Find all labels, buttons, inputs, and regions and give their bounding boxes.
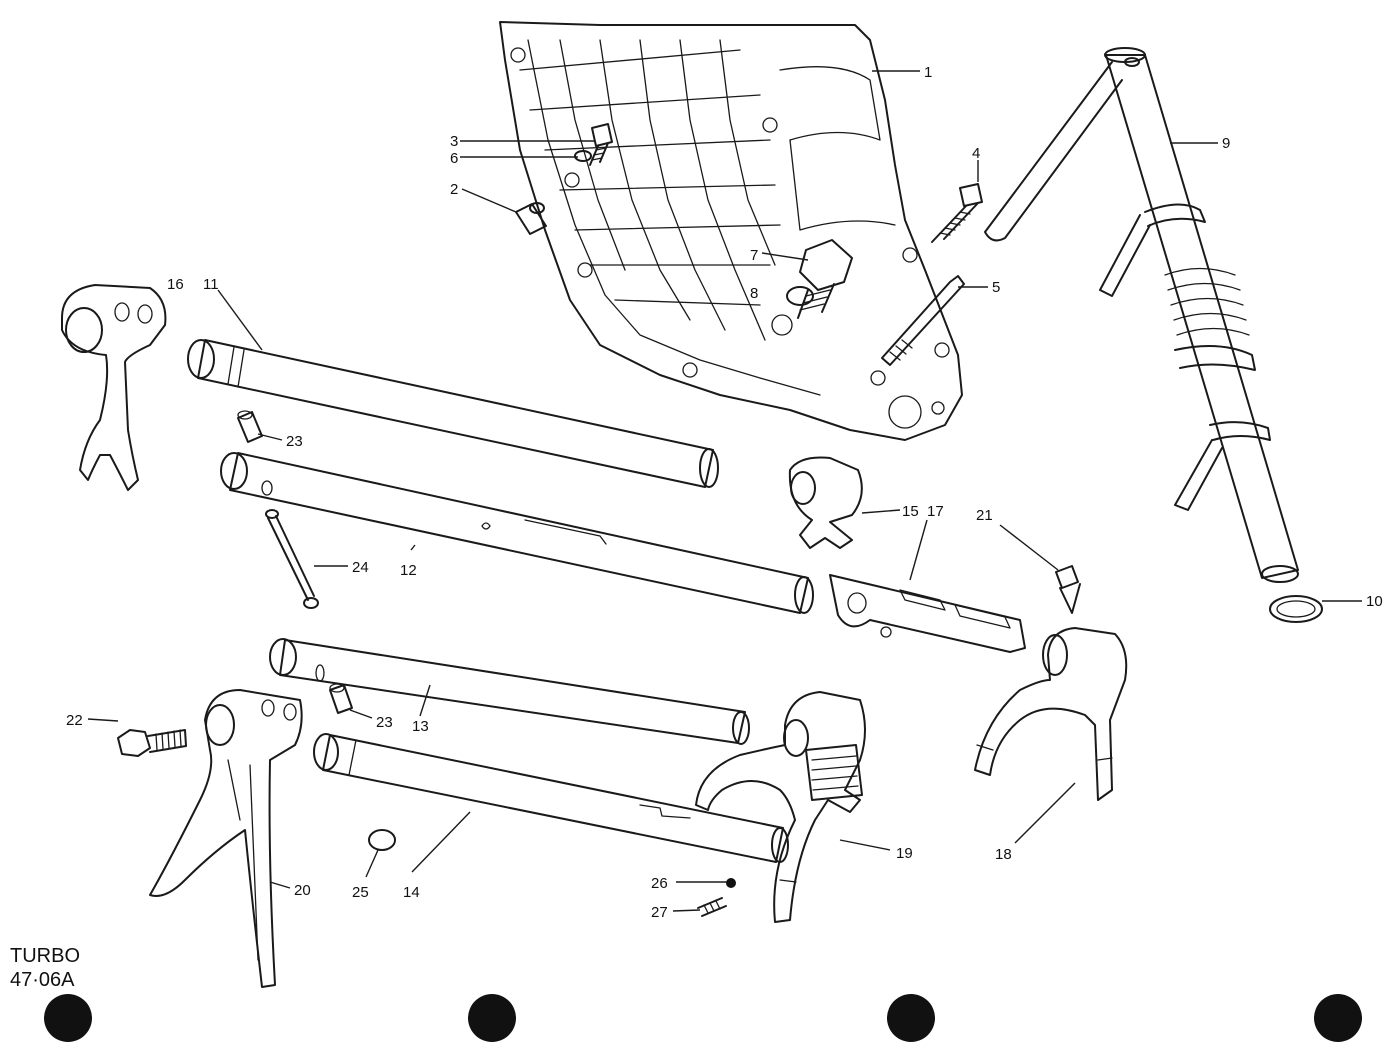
callout-23-upper: 23 — [286, 433, 303, 450]
caption-line-1: TURBO — [10, 945, 80, 967]
callout-16: 16 — [167, 276, 184, 293]
callout-3: 3 — [450, 133, 458, 150]
gearbox-housing — [499, 21, 963, 441]
binder-hole-4 — [1314, 994, 1362, 1042]
callout-22: 22 — [66, 712, 83, 729]
figure-caption: TURBO 47·06A — [10, 945, 80, 991]
callout-21: 21 — [976, 507, 993, 524]
washer-10 — [1269, 595, 1323, 623]
callout-14: 14 — [403, 884, 420, 901]
binder-hole-2 — [468, 994, 516, 1042]
callout-6: 6 — [450, 150, 458, 167]
callout-8: 8 — [750, 285, 758, 302]
callout-10: 10 — [1366, 593, 1383, 610]
caption-line-2: 47·06A — [10, 969, 75, 991]
interlock-rod-24 — [265, 509, 319, 609]
leader-lines — [87, 70, 1362, 912]
callout-19: 19 — [896, 845, 913, 862]
binder-holes — [44, 994, 1362, 1042]
detent-spring-27 — [697, 897, 727, 917]
selector-rail-13 — [269, 638, 750, 745]
selector-fork-19 — [695, 691, 866, 923]
callout-18: 18 — [995, 846, 1012, 863]
binder-hole-3 — [887, 994, 935, 1042]
callout-2: 2 — [450, 181, 458, 198]
interlock-plunger-23-lower — [329, 683, 353, 714]
callout-13: 13 — [412, 718, 429, 735]
callout-11: 11 — [203, 276, 219, 293]
callout-9: 9 — [1222, 135, 1230, 152]
callout-15: 15 — [902, 503, 919, 520]
binder-hole-1 — [44, 994, 92, 1042]
callout-1: 1 — [924, 64, 932, 81]
selector-lever-16 — [61, 284, 167, 491]
callout-26: 26 — [651, 875, 668, 892]
washer-6 — [574, 150, 592, 162]
detent-plunger-21 — [1055, 565, 1081, 614]
callout-17: 17 — [927, 503, 944, 520]
interlock-plunger-23-upper — [237, 410, 263, 443]
callout-5: 5 — [992, 279, 1000, 296]
plug-25 — [368, 829, 396, 851]
callout-20: 20 — [294, 882, 311, 899]
callout-24: 24 — [352, 559, 369, 576]
detent-ball-26 — [726, 878, 736, 888]
selector-rail-14 — [313, 733, 789, 863]
selector-block-15 — [788, 456, 863, 549]
callout-25: 25 — [352, 884, 369, 901]
selector-finger-17 — [829, 574, 1026, 653]
selector-fork-20 — [149, 689, 303, 988]
callout-12: 12 — [400, 562, 417, 579]
selector-rail-11 — [187, 339, 719, 488]
stud-5 — [881, 275, 965, 366]
bolt-4 — [931, 183, 983, 243]
callout-27: 27 — [651, 904, 668, 921]
plug-7 — [797, 239, 853, 319]
selector-fork-18 — [974, 627, 1128, 801]
dowel-sleeve-2 — [515, 202, 547, 235]
callout-7: 7 — [750, 247, 758, 264]
callout-23-lower: 23 — [376, 714, 393, 731]
callout-labels: 1 2 3 4 5 6 7 8 9 10 11 12 13 14 15 16 1… — [66, 64, 1383, 921]
callout-4: 4 — [972, 145, 980, 162]
selector-shaft-9 — [984, 47, 1299, 583]
selector-rail-12 — [220, 452, 814, 614]
bolt-3 — [589, 123, 613, 166]
washer-8 — [786, 286, 814, 306]
bolt-22 — [117, 729, 187, 757]
